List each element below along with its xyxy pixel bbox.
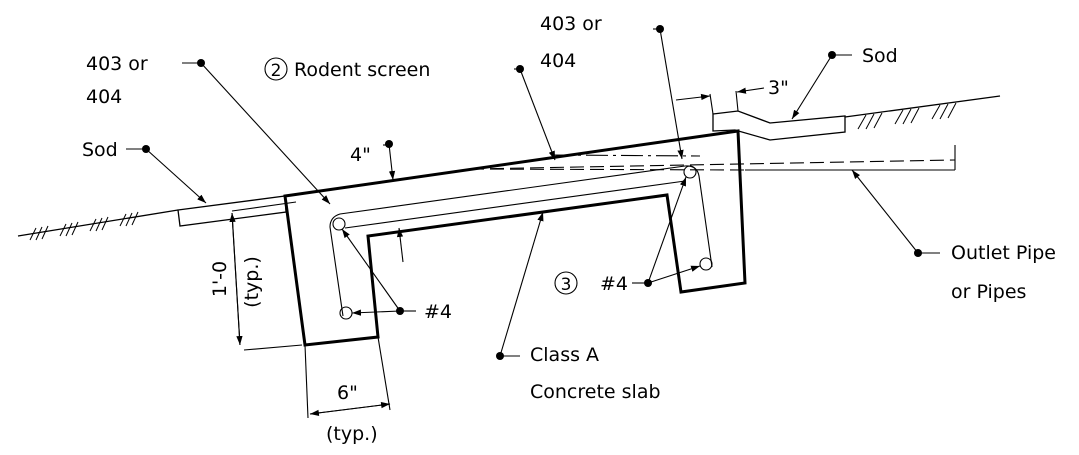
rodent-screen-line [550, 154, 701, 157]
sod-strip-right [712, 110, 846, 141]
dim-4in [383, 140, 404, 263]
ground-right [844, 95, 1001, 130]
leader-rebar-left [341, 228, 416, 316]
rebar-bar-right-top [683, 165, 697, 179]
label-dim-6in: 6" [337, 382, 358, 404]
leader-concrete [496, 211, 544, 360]
dim-6in [304, 336, 391, 419]
label-rodent-screen: Rodent screen [294, 59, 430, 81]
label-403-left-1: 403 or [86, 53, 148, 75]
rebar-inner [344, 180, 686, 229]
label-dim-1ft-typ: (typ.) [241, 256, 263, 308]
label-rebar-right: #4 [600, 273, 628, 295]
leader-sod-right [791, 51, 852, 120]
dim-3in [675, 87, 765, 115]
label-dim-3in: 3" [768, 77, 789, 99]
label-rebar-left: #4 [424, 301, 452, 323]
label-concrete-1: Class A [530, 344, 599, 366]
label-403-mid-2: 404 [540, 50, 576, 72]
label-concrete-2: Concrete slab [530, 381, 661, 403]
label-outlet-2: or Pipes [951, 281, 1026, 303]
rebar-bar-left-top [332, 217, 346, 231]
marker-3-number: 3 [561, 275, 572, 295]
marker-3-circle [554, 271, 578, 295]
label-dim-6in-typ: (typ.) [326, 423, 378, 445]
rebar-loop [329, 165, 713, 317]
leader-outlet [851, 169, 940, 257]
label-outlet-1: Outlet Pipe [951, 242, 1056, 264]
marker-2-circle [264, 57, 288, 81]
leader-rebar-right [632, 176, 701, 287]
rebar-bar-right-bottom [699, 257, 713, 271]
concrete-slab [283, 129, 747, 347]
leader-403-left [182, 59, 331, 205]
leader-sod-left [126, 145, 207, 204]
leader-403-mid [514, 65, 556, 161]
label-403-mid-1: 403 or [540, 13, 602, 35]
marker-2-number: 2 [271, 61, 282, 81]
label-sod-right: Sod [862, 45, 898, 67]
label-dim-1ft: 1'-0 [209, 261, 231, 297]
ground-left [17, 209, 179, 241]
outlet-pipe [469, 145, 956, 171]
label-sod-left: Sod [82, 139, 118, 161]
label-403-left-2: 404 [86, 86, 122, 108]
leader-403-right [653, 25, 684, 160]
rebar-bar-left-bottom [339, 306, 353, 320]
label-dim-4in: 4" [350, 144, 371, 166]
dim-1ft [229, 201, 303, 351]
